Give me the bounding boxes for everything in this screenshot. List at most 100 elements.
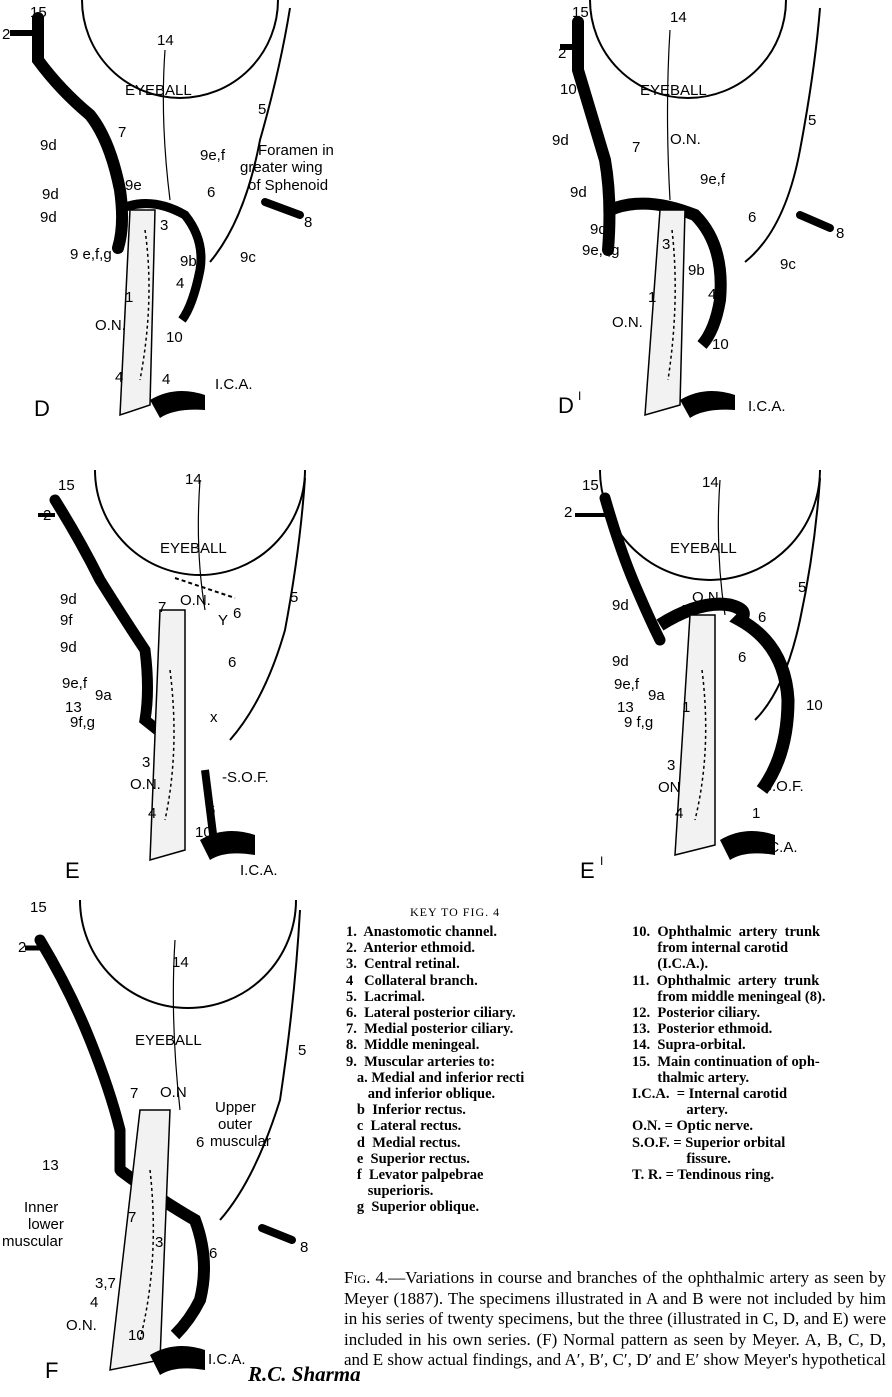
label-sof: -S.O.F. [222, 770, 269, 785]
key-item: a. Medial and inferior recti [346, 1070, 524, 1086]
eyeball-label: EYEBALL [640, 83, 707, 98]
key-item: fissure. [632, 1151, 825, 1167]
key-item: 1. Anastomotic channel. [346, 924, 524, 940]
optic-nerve [150, 610, 185, 860]
label-1: 1 [752, 806, 760, 821]
label-14: 14 [670, 10, 687, 25]
figure-caption: Fig. 4.—Variations in course and branche… [344, 1268, 886, 1371]
key-item: T. R. = Tendinous ring. [632, 1167, 825, 1183]
label-4: 4 [162, 372, 170, 387]
label-9b: 9b [688, 263, 705, 278]
panel-letter: D [558, 395, 574, 417]
label-10: 10 [806, 698, 823, 713]
lacrimal-artery [210, 8, 290, 262]
panel-e-prime: E I EYEBALL 15 14 2 5 9d 7 O.N. 6 9d 9e,… [530, 470, 890, 890]
label-9efg: 9e,f,g [582, 243, 620, 258]
key-item: 13. Posterior ethmoid. [632, 1021, 825, 1037]
label-3: 3 [160, 218, 168, 233]
label-9a: 9a [648, 688, 665, 703]
label-3: 3 [667, 758, 675, 773]
key-item: and inferior oblique. [346, 1086, 524, 1102]
key-item: S.O.F. = Superior orbital [632, 1135, 825, 1151]
key-item: 4 Collateral branch. [346, 973, 524, 989]
key-item: d Medial rectus. [346, 1135, 524, 1151]
label-14: 14 [185, 472, 202, 487]
label-7: 7 [130, 1086, 138, 1101]
label-9c: 9c [780, 257, 796, 272]
eyeball-label: EYEBALL [125, 83, 192, 98]
label-9d: 9d [40, 210, 57, 225]
key-item: artery. [632, 1102, 825, 1118]
label-9d: 9d [612, 654, 629, 669]
foramen-line-1: Foramen in [258, 143, 334, 158]
label-9d: 9d [612, 598, 629, 613]
panel-e-drawing [0, 470, 330, 890]
label-13: 13 [65, 700, 82, 715]
label-1: 1 [648, 290, 656, 305]
label-9d: 9d [590, 222, 607, 237]
label-on: ON [658, 780, 681, 795]
key-item: 7. Medial posterior ciliary. [346, 1021, 524, 1037]
label-13: 13 [617, 700, 634, 715]
key-item: 2. Anterior ethmoid. [346, 940, 524, 956]
panel-d: D EYEBALL 15 2 14 5 7 9d 9e,f 6 9d 9d 9e… [0, 0, 330, 440]
label-5: 5 [808, 113, 816, 128]
label-37: 3,7 [95, 1276, 116, 1291]
label-on: O.N. [130, 777, 161, 792]
key-title: KEY TO FIG. 4 [410, 905, 500, 920]
key-item: e Superior rectus. [346, 1151, 524, 1167]
label-10: 10 [166, 330, 183, 345]
label-13: 13 [42, 1158, 59, 1173]
key-item: from internal carotid [632, 940, 825, 956]
upper-outer-line-2: outer [218, 1117, 252, 1132]
key-item: 9. Muscular arteries to: [346, 1054, 524, 1070]
label-10: 10 [725, 835, 742, 850]
label-14: 14 [172, 955, 189, 970]
key-item: O.N. = Optic nerve. [632, 1118, 825, 1134]
label-6: 6 [738, 650, 746, 665]
label-ica: I.C.A. [208, 1352, 246, 1367]
key-item: from middle meningeal (8). [632, 989, 825, 1005]
label-4: 4 [148, 806, 156, 821]
label-7: 7 [682, 603, 690, 618]
panel-letter: E [580, 860, 595, 882]
label-4: 4 [115, 370, 123, 385]
label-15: 15 [30, 5, 47, 20]
label-6: 6 [196, 1135, 204, 1150]
label-6: 6 [228, 655, 236, 670]
ica-shape [680, 391, 735, 418]
label-9ef: 9e,f [614, 677, 639, 692]
label-9fg: 9 f,g [624, 715, 653, 730]
supra-orbital [163, 50, 170, 200]
main-continuation-artery [578, 22, 609, 250]
eyeball-label: EYEBALL [160, 541, 227, 556]
label-15: 15 [30, 900, 47, 915]
label-10: 10 [560, 82, 577, 97]
prime-mark: I [600, 855, 603, 867]
key-item: g Superior oblique. [346, 1199, 524, 1215]
label-5: 5 [298, 1043, 306, 1058]
key-item: thalmic artery. [632, 1070, 825, 1086]
upper-outer-line-1: Upper [215, 1100, 256, 1115]
lacrimal-artery [220, 910, 300, 1220]
label-9ef: 9e,f [200, 148, 225, 163]
label-15: 15 [58, 478, 75, 493]
label-9d: 9d [60, 592, 77, 607]
artist-signature: R.C. Sharma [248, 1362, 361, 1387]
key-item: superioris. [346, 1183, 524, 1199]
label-9d: 9d [42, 187, 59, 202]
label-4: 4 [708, 287, 716, 302]
caption-text: —Variations in course and branches of th… [344, 1268, 886, 1369]
label-9b: 9b [180, 254, 197, 269]
inner-lower-line-1: Inner [24, 1200, 58, 1215]
key-item: c Lateral rectus. [346, 1118, 524, 1134]
label-2: 2 [558, 46, 566, 61]
key-left-column: 1. Anastomotic channel.2. Anterior ethmo… [346, 924, 524, 1216]
key-item: 8. Middle meningeal. [346, 1037, 524, 1053]
foramen-line-3: of Sphenoid [248, 178, 328, 193]
foramen-line-2: greater wing [240, 160, 323, 175]
label-on: O.N [160, 1085, 187, 1100]
key-item: 3. Central retinal. [346, 956, 524, 972]
label-y: Y [218, 613, 228, 628]
label-9c: 9c [240, 250, 256, 265]
